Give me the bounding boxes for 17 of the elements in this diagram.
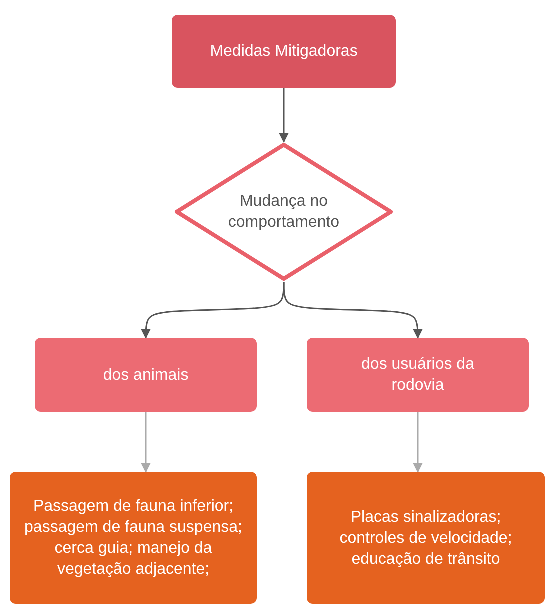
arrow xyxy=(141,412,151,473)
node-text: Mudança no comportamento xyxy=(227,192,341,233)
category-box xyxy=(307,338,529,412)
title-box xyxy=(172,15,396,88)
node-text: Medidas Mitigadoras xyxy=(210,42,358,62)
decision-diamond xyxy=(174,142,394,282)
node-text: Passagem de fauna inferior; passagem de fauna suspensa; cerca guia; manejo da vegetação adjacente; xyxy=(24,497,244,580)
arrow xyxy=(279,88,289,143)
arrow xyxy=(141,282,285,339)
node-text: Placas sinalizadoras; controles de velocidade; educação de trânsito xyxy=(338,508,514,570)
node-text: dos usuários da rodovia xyxy=(360,355,476,396)
measure-box xyxy=(10,472,257,604)
node-text: dos animais xyxy=(103,366,189,386)
category-box xyxy=(35,338,257,412)
arrow xyxy=(413,412,423,473)
measure-box xyxy=(307,472,545,604)
arrow xyxy=(283,282,423,339)
